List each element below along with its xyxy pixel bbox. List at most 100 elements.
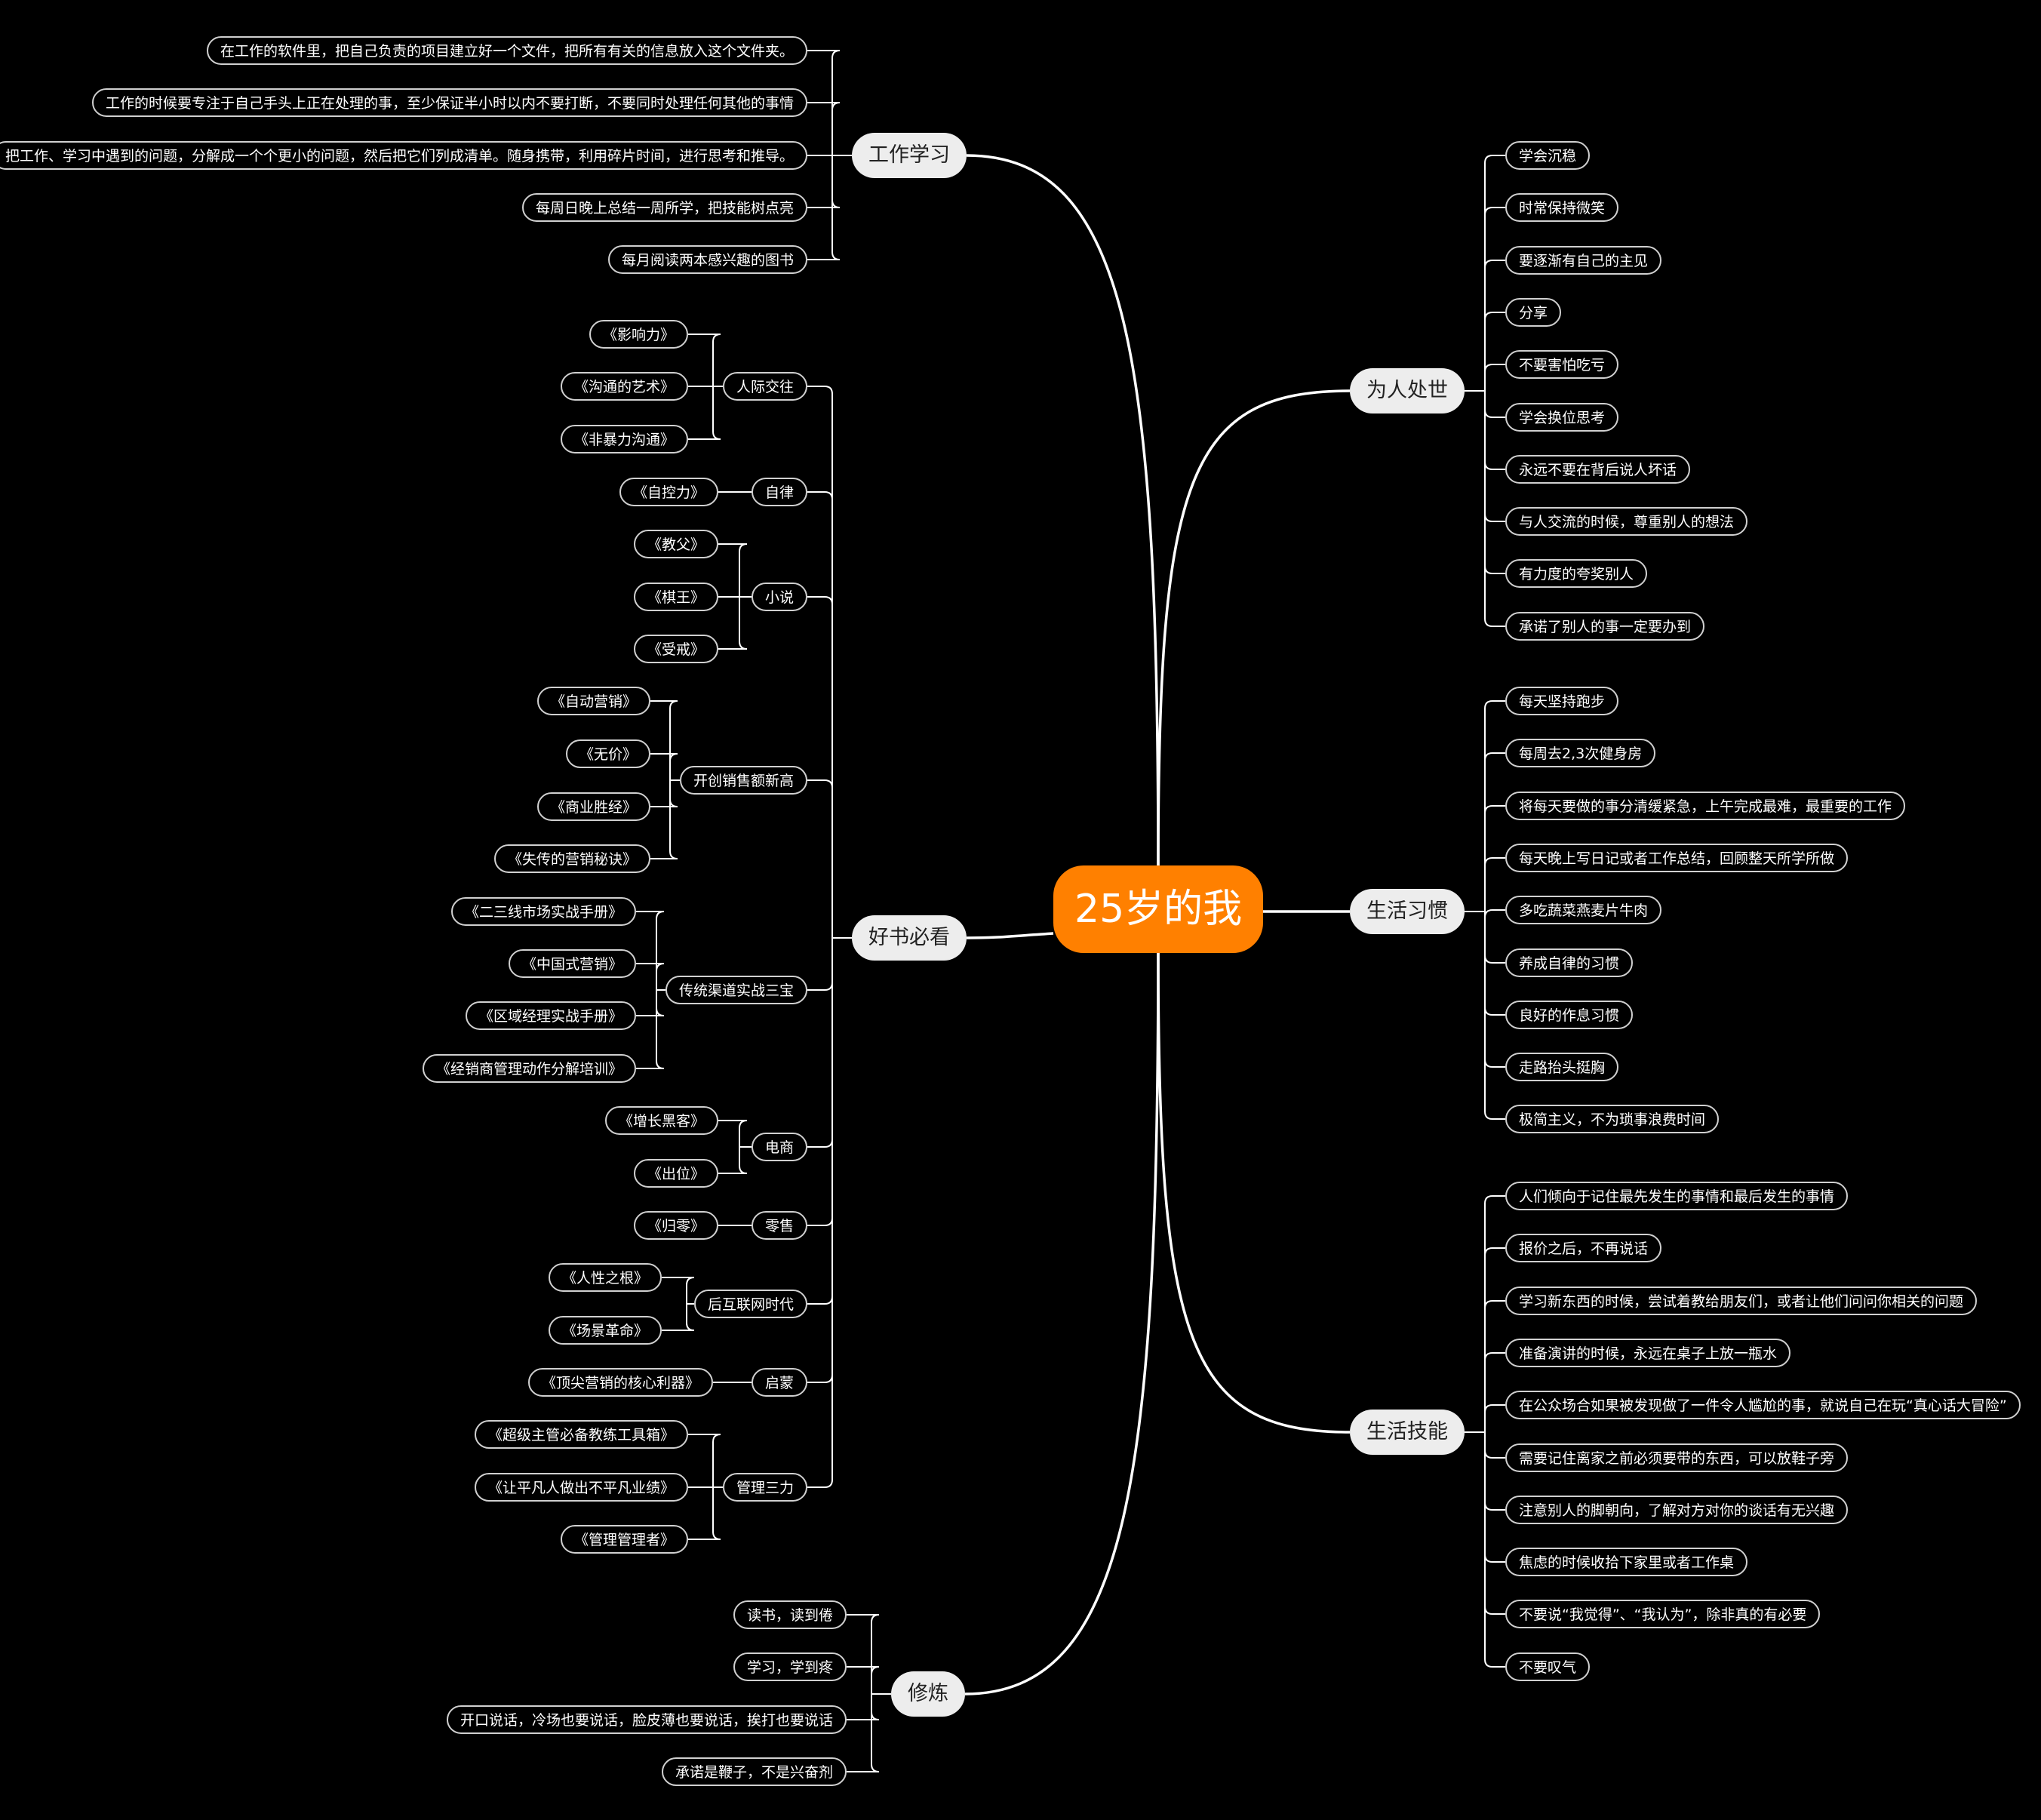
habits-item[interactable]: 养成自律的习惯: [1505, 948, 1634, 977]
skills-item[interactable]: 报价之后，不再说话: [1505, 1234, 1662, 1262]
skills-bus-link-8: [1484, 1432, 1505, 1615]
people-item[interactable]: 学会换位思考: [1505, 403, 1619, 432]
people-item[interactable]: 承诺了别人的事一定要办到: [1505, 612, 1705, 641]
book-title[interactable]: 《教父》: [634, 530, 719, 558]
branch-habits[interactable]: 生活习惯: [1350, 889, 1465, 934]
skills-item[interactable]: 准备演讲的时候，永远在桌子上放一瓶水: [1505, 1339, 1791, 1367]
work-item[interactable]: 每月阅读两本感兴趣的图书: [608, 245, 808, 274]
book-title[interactable]: 《经销商管理动作分解培训》: [423, 1054, 637, 1083]
book-bus-link-0: [636, 911, 665, 990]
skills-bus-link-7: [1484, 1432, 1505, 1563]
people-item[interactable]: 学会沉稳: [1505, 141, 1591, 170]
book-title[interactable]: 《失传的营销秘诀》: [494, 844, 651, 873]
books-category[interactable]: 自律: [752, 478, 808, 506]
branch-practice[interactable]: 修炼: [891, 1671, 965, 1717]
book-title[interactable]: 《让平凡人做出不平凡业绩》: [475, 1473, 689, 1502]
books-category[interactable]: 电商: [752, 1133, 808, 1161]
books-bus-link-0: [807, 386, 833, 938]
habits-item[interactable]: 每天晚上写日记或者工作总结，回顾整天所学所做: [1505, 844, 1849, 872]
skills-bus-link-6: [1484, 1432, 1505, 1511]
book-title[interactable]: 《自控力》: [619, 478, 719, 506]
book-bus-link-0: [688, 334, 721, 386]
book-title[interactable]: 《棋王》: [634, 583, 719, 611]
skills-item[interactable]: 注意别人的脚朝向，了解对方对你的谈话有无兴趣: [1505, 1496, 1849, 1524]
practice-item[interactable]: 承诺是鞭子，不是兴奋剂: [662, 1757, 847, 1786]
work-item[interactable]: 工作的时候要专注于自己手头上正在处理的事，至少保证半小时以内不要打断，不要同时处…: [92, 88, 808, 117]
books-category[interactable]: 人际交往: [723, 372, 808, 401]
book-title[interactable]: 《管理管理者》: [561, 1525, 689, 1554]
branch-work[interactable]: 工作学习: [852, 133, 967, 178]
skills-item[interactable]: 需要记住离家之前必须要带的东西，可以放鞋子旁: [1505, 1443, 1849, 1472]
book-title[interactable]: 《非暴力沟通》: [561, 425, 689, 453]
books-category[interactable]: 传统渠道实战三宝: [665, 976, 808, 1004]
books-bus-link-6: [807, 938, 833, 1226]
book-title[interactable]: 《无价》: [566, 739, 651, 768]
work-item[interactable]: 每周日晚上总结一周所学，把技能树点亮: [522, 193, 808, 222]
practice-item[interactable]: 学习，学到疼: [733, 1652, 847, 1681]
book-bus-link-0: [650, 700, 678, 780]
people-bus-link-0: [1484, 155, 1505, 391]
skills-item[interactable]: 焦虑的时候收拾下家里或者工作桌: [1505, 1548, 1748, 1576]
book-title[interactable]: 《影响力》: [589, 320, 689, 349]
habits-item[interactable]: 良好的作息习惯: [1505, 1001, 1634, 1029]
skills-item[interactable]: 不要说“我觉得”、“我认为”，除非真的有必要: [1505, 1600, 1821, 1628]
books-category[interactable]: 开创销售额新高: [680, 766, 808, 795]
book-title[interactable]: 《受戒》: [634, 635, 719, 663]
practice-bus-link-2: [847, 1694, 880, 1720]
skills-item[interactable]: 在公众场合如果被发现做了一件令人尴尬的事，就说自己在玩“真心话大冒险”: [1505, 1391, 2021, 1419]
book-title[interactable]: 《商业胜经》: [537, 792, 651, 821]
book-title[interactable]: 《沟通的艺术》: [561, 372, 689, 401]
branch-people[interactable]: 为人处世: [1350, 368, 1465, 413]
habits-item[interactable]: 走路抬头挺胸: [1505, 1053, 1619, 1081]
people-bus-link-1: [1484, 207, 1505, 391]
book-title[interactable]: 《顶尖营销的核心利器》: [528, 1368, 714, 1397]
habits-bus-link-7: [1484, 912, 1505, 1068]
book-title[interactable]: 《自动营销》: [537, 687, 651, 715]
branch-books[interactable]: 好书必看: [852, 915, 967, 961]
book-title[interactable]: 《人性之根》: [549, 1263, 662, 1292]
books-category[interactable]: 启蒙: [752, 1368, 808, 1397]
people-item[interactable]: 不要害怕吃亏: [1505, 350, 1619, 379]
skills-item[interactable]: 不要叹气: [1505, 1652, 1591, 1681]
book-title[interactable]: 《区域经理实战手册》: [466, 1001, 637, 1030]
branch-skills[interactable]: 生活技能: [1350, 1410, 1465, 1455]
book-bus-link-3: [636, 990, 665, 1069]
people-item[interactable]: 永远不要在背后说人坏话: [1505, 455, 1691, 484]
skills-item[interactable]: 学习新东西的时候，尝试着教给朋友们，或者让他们问问你相关的问题: [1505, 1287, 1978, 1315]
books-bus-link-4: [807, 938, 833, 991]
book-title[interactable]: 《场景革命》: [549, 1316, 662, 1345]
center-topic[interactable]: 25岁的我: [1053, 865, 1264, 953]
books-category[interactable]: 小说: [752, 583, 808, 611]
skills-item[interactable]: 人们倾向于记住最先发生的事情和最后发生的事情: [1505, 1182, 1849, 1210]
books-category[interactable]: 零售: [752, 1211, 808, 1240]
practice-item[interactable]: 开口说话，冷场也要说话，脸皮薄也要说话，挨打也要说话: [447, 1705, 847, 1734]
skills-bus-link-3: [1484, 1352, 1505, 1432]
book-title[interactable]: 《二三线市场实战手册》: [451, 897, 637, 926]
book-title[interactable]: 《超级主管必备教练工具箱》: [475, 1420, 689, 1449]
habits-item[interactable]: 每天坚持跑步: [1505, 687, 1619, 715]
habits-item[interactable]: 多吃蔬菜燕麦片牛肉: [1505, 896, 1662, 924]
books-category[interactable]: 管理三力: [723, 1473, 808, 1502]
people-bus-link-5: [1484, 391, 1505, 418]
book-bus-link-0: [662, 1277, 695, 1304]
people-item[interactable]: 分享: [1505, 298, 1562, 327]
work-item[interactable]: 在工作的软件里，把自己负责的项目建立好一个文件，把所有有关的信息放入这个文件夹。: [207, 36, 808, 65]
people-item[interactable]: 要逐渐有自己的主见: [1505, 246, 1662, 275]
habits-item[interactable]: 将每天要做的事分清缓紧急，上午完成最难，最重要的工作: [1505, 792, 1906, 820]
books-bus-link-1: [807, 491, 833, 938]
books-category[interactable]: 后互联网时代: [694, 1290, 808, 1318]
habits-item[interactable]: 极简主义，不为琐事浪费时间: [1505, 1105, 1720, 1133]
people-item[interactable]: 有力度的夸奖别人: [1505, 559, 1648, 588]
book-title[interactable]: 《归零》: [634, 1211, 719, 1240]
work-item[interactable]: 把工作、学习中遇到的问题，分解成一个个更小的问题，然后把它们列成清单。随身携带，…: [0, 141, 808, 170]
book-title[interactable]: 《中国式营销》: [509, 949, 637, 978]
habits-bus-link-4: [1484, 909, 1505, 918]
people-item[interactable]: 与人交流的时候，尊重别人的想法: [1505, 507, 1748, 536]
people-item[interactable]: 时常保持微笑: [1505, 193, 1619, 222]
books-bus-link-2: [807, 596, 833, 938]
practice-item[interactable]: 读书，读到倦: [733, 1600, 847, 1629]
book-title[interactable]: 《增长黑客》: [605, 1106, 719, 1135]
book-title[interactable]: 《出位》: [634, 1159, 719, 1188]
habits-item[interactable]: 每周去2,3次健身房: [1505, 739, 1656, 767]
